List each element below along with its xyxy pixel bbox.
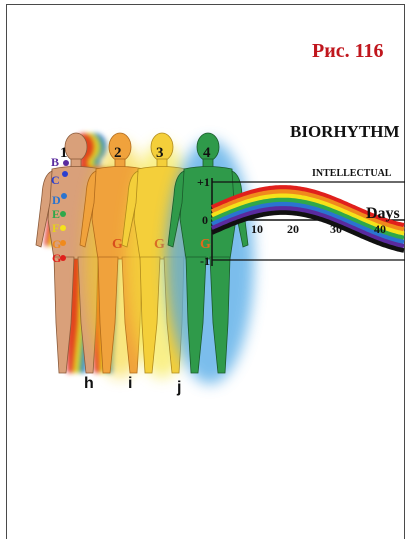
chakra-label-e: E: [52, 207, 60, 221]
figure-2-mark: G: [112, 237, 123, 252]
chakra-label-c: C: [51, 173, 60, 187]
chakra-label-d: D: [52, 193, 61, 207]
figure-number-2: 2: [114, 145, 122, 161]
figure-number-1: 1: [60, 145, 68, 161]
figure-number-3: 3: [156, 145, 164, 161]
chakra-label-g: G: [52, 237, 61, 251]
chakra-label-f: F: [52, 221, 59, 235]
xtick-20: 20: [287, 222, 299, 236]
figure-number-4: 4: [203, 145, 211, 161]
ytick-minus-one: -1: [200, 254, 210, 268]
series-label: INTELLECTUAL: [312, 168, 392, 179]
chakra-label-g2: G: [52, 251, 61, 265]
xtick-40: 40: [374, 222, 386, 236]
chakra-label-b: B: [51, 155, 59, 169]
figure-3-mark: G: [154, 237, 165, 252]
chart-title: BIORHYTHM: [290, 122, 400, 141]
ytick-plus-one: +1: [197, 175, 210, 189]
xtick-30: 30: [330, 222, 342, 236]
ytick-zero: 0: [202, 213, 208, 227]
figure-4-mark: G: [200, 237, 211, 252]
figure-letter-h: h: [84, 375, 94, 392]
figure-letter-j: j: [176, 379, 181, 396]
xtick-10: 10: [251, 222, 263, 236]
x-axis-label: Days: [366, 205, 400, 222]
figure-letter-i: i: [128, 375, 132, 392]
